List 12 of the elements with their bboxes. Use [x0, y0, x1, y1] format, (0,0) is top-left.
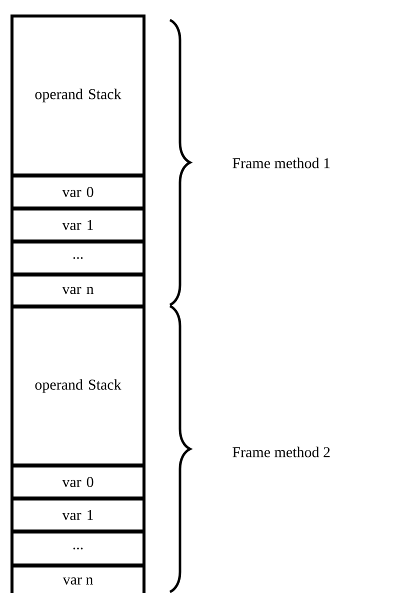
variable-slot: var 0: [10, 464, 146, 500]
stack-box: operand Stack: [10, 14, 146, 176]
variable-slot: var n: [10, 274, 146, 308]
frame-label: Frame method 1: [232, 158, 330, 168]
stack-box: operand Stack: [10, 306, 146, 466]
variable-slot: var 1: [10, 208, 146, 242]
variable-slot: var n: [10, 564, 146, 593]
variable-slot: ...: [10, 530, 146, 566]
frame-label: Frame method 2: [232, 446, 330, 458]
variable-slot: ...: [10, 240, 146, 276]
variable-slot: var 0: [10, 174, 146, 210]
variable-slot: var 1: [10, 498, 146, 532]
